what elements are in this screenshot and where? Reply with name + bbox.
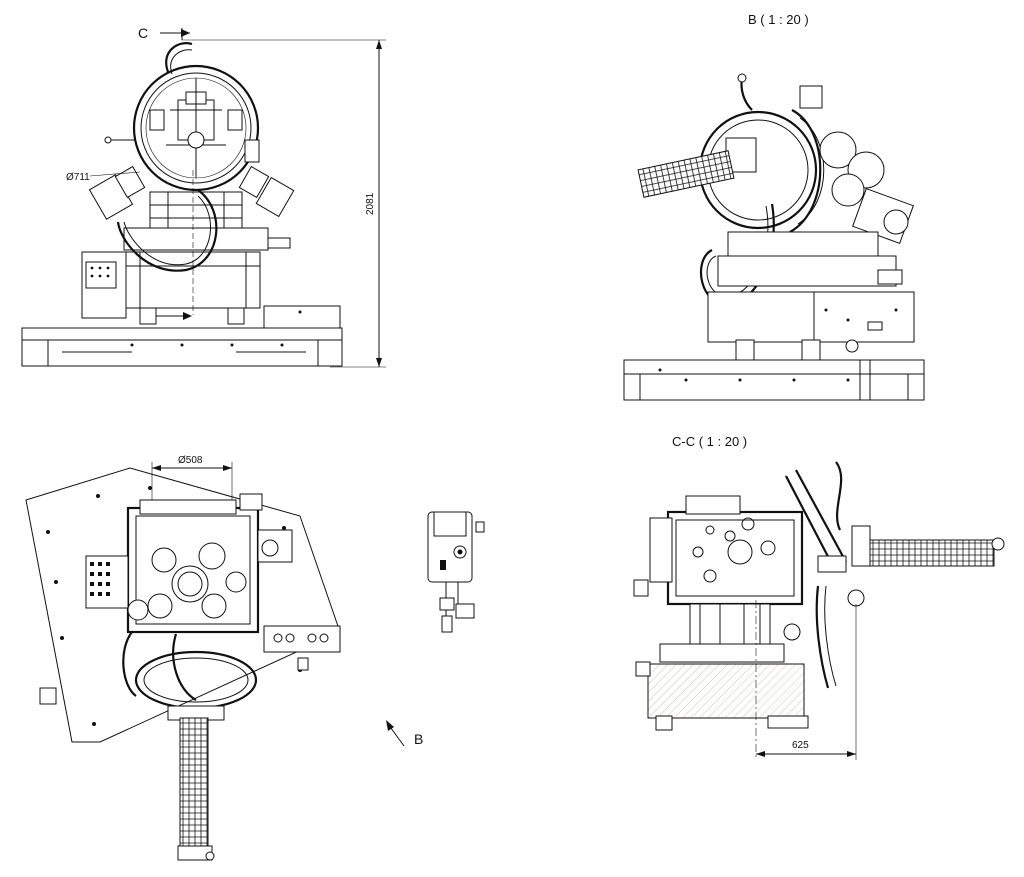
front-view: C 2081 bbox=[21, 25, 386, 368]
view-b-arrow-label: B bbox=[414, 731, 423, 747]
port-diameter-dimension: Ø508 bbox=[151, 455, 233, 510]
section-c-arrow: C bbox=[138, 25, 190, 41]
section-cc-title: C-C ( 1 : 20 ) bbox=[672, 434, 747, 449]
section-c-label: C bbox=[138, 25, 148, 41]
chamber-diameter-label: Ø711 bbox=[66, 172, 90, 183]
front-diameter-callout: Ø711 bbox=[66, 171, 141, 183]
height-dimension: 2081 bbox=[182, 39, 386, 368]
view-b-arrow: B bbox=[386, 720, 423, 747]
offset-dimension: 625 bbox=[756, 604, 857, 760]
port-diameter-label: Ø508 bbox=[178, 455, 203, 466]
offset-dimension-label: 625 bbox=[792, 740, 809, 751]
front-chamber bbox=[88, 42, 295, 220]
view-b-title: B ( 1 : 20 ) bbox=[748, 12, 809, 27]
view-b: B ( 1 : 20 ) bbox=[623, 12, 925, 401]
top-view: Ø508 bbox=[25, 455, 341, 861]
front-support bbox=[21, 170, 343, 367]
detail-part bbox=[427, 511, 485, 633]
height-dimension-label: 2081 bbox=[365, 192, 376, 215]
section-cc: C-C ( 1 : 20 ) bbox=[633, 434, 1005, 760]
